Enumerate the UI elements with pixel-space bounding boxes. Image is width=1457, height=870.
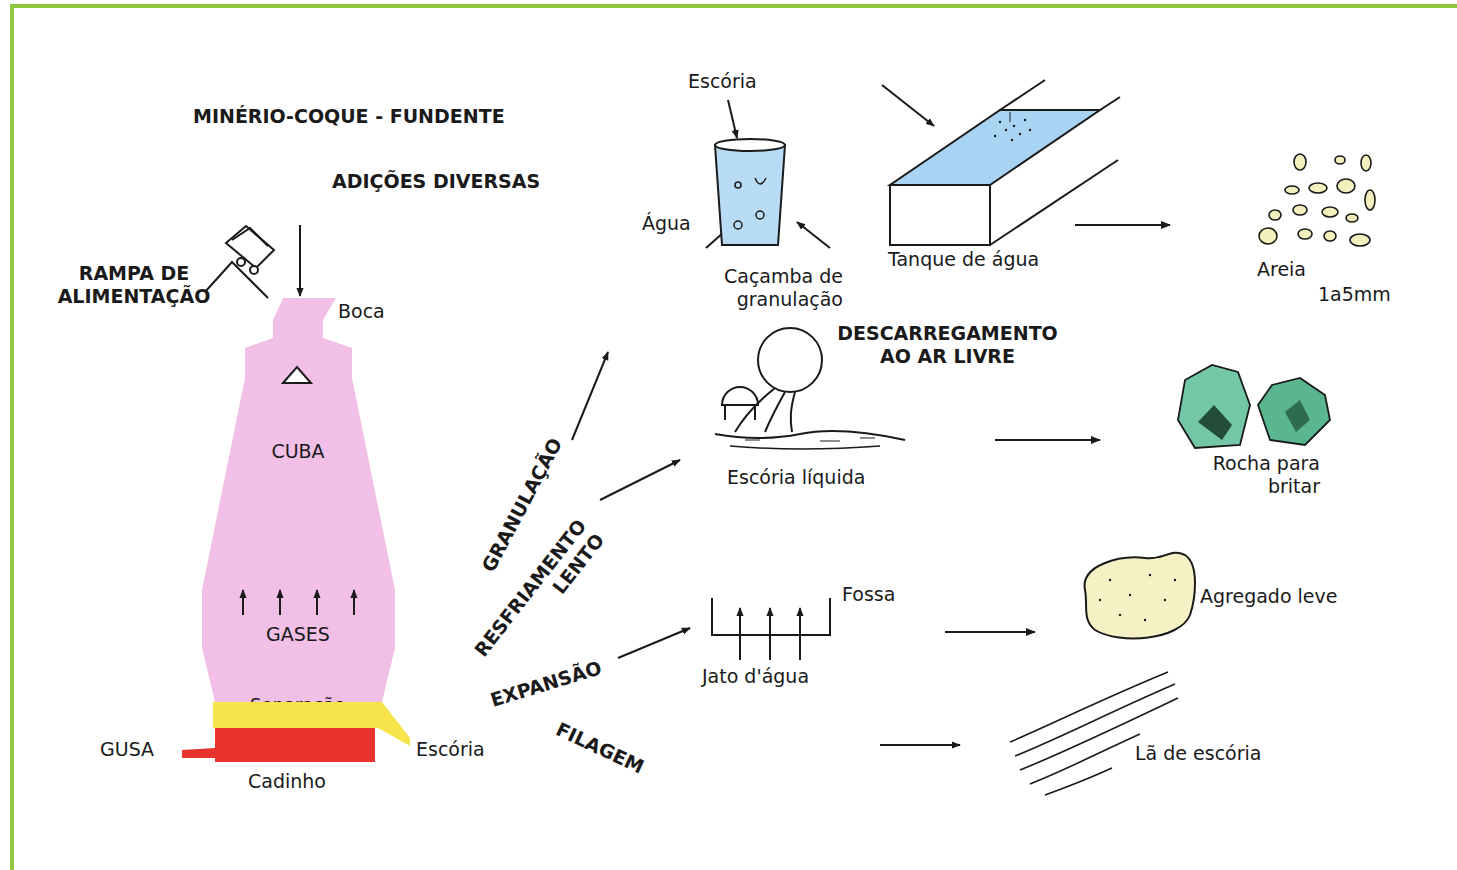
water-pit — [712, 598, 830, 660]
node-shape — [195, 296, 400, 719]
rock-product: Rocha para britar — [1100, 360, 1340, 502]
water-tank — [890, 80, 1120, 245]
node-label: GUSA — [100, 738, 154, 761]
node-label: Caçamba de granulação — [668, 265, 843, 311]
route-label: EXPANSÃO — [488, 656, 605, 711]
node-label: Boca — [338, 300, 385, 323]
node-label: Jato d'água — [702, 665, 809, 688]
node-label: CUBA — [238, 440, 358, 463]
route-arrow — [600, 460, 680, 500]
feed-ramp — [205, 226, 274, 298]
pig-iron-band: GUSA — [180, 726, 378, 764]
node-label: Rocha para britar — [1170, 452, 1320, 498]
wool-product: Lã de escória — [1005, 670, 1264, 795]
rocks — [1178, 365, 1330, 448]
node-label: Escória líquida — [727, 466, 865, 489]
slag-wool — [1010, 672, 1178, 795]
text-label: Cadinho — [248, 770, 326, 793]
text-label: ADIÇÕES DIVERSAS — [332, 170, 540, 193]
route-arrow — [618, 628, 690, 658]
flow-arrow — [1075, 224, 1170, 226]
water-in-arrow — [797, 222, 830, 248]
water-pit: FossaJato d'água — [700, 575, 945, 695]
node-label: Areia — [1257, 258, 1306, 281]
node-label: 1a5mm — [1318, 283, 1391, 306]
aggregate-blob — [1085, 553, 1195, 639]
node-label: Escória — [416, 738, 485, 761]
node-label: Fossa — [842, 583, 895, 606]
flow-arrow — [945, 631, 1035, 633]
node-shape — [180, 726, 378, 764]
route-label: FILAGEM — [552, 718, 647, 779]
charge-arrow — [299, 225, 301, 296]
route-label: RESFRIAMENTO LENTO — [465, 515, 609, 681]
text-label: Água — [642, 212, 691, 235]
node-label: Agregado leve — [1200, 585, 1337, 608]
water-tank: Tanque de água — [885, 80, 1075, 275]
text-label: Escória — [688, 70, 757, 93]
text-label: MINÉRIO-COQUE - FUNDENTE — [193, 105, 505, 128]
node-label: GASES — [238, 623, 358, 646]
sand-grains — [1259, 154, 1375, 246]
sand-product: Areia 1a5mm — [1170, 145, 1394, 310]
tank-in-arrow — [882, 85, 934, 126]
aggregate-product: Agregado leve — [1035, 548, 1415, 648]
node-label: Tanque de água — [888, 248, 1039, 271]
flow-arrow — [995, 439, 1100, 441]
blast-furnace: BocaCUBAGASESSeparação — [195, 296, 400, 719]
granulation-bucket: Caçamba de granulação — [668, 135, 848, 315]
page-frame — [12, 6, 1457, 870]
node-label: Lã de escória — [1135, 742, 1261, 765]
text-label: DESCARREGAMENTO AO AR LIVRE — [835, 322, 1060, 368]
slag-in-arrow — [728, 100, 737, 138]
text-label: RAMPA DE ALIMENTAÇÃO — [48, 262, 220, 308]
route-arrow — [880, 744, 960, 746]
route-arrow — [572, 352, 608, 440]
slag-ladle — [715, 328, 905, 449]
